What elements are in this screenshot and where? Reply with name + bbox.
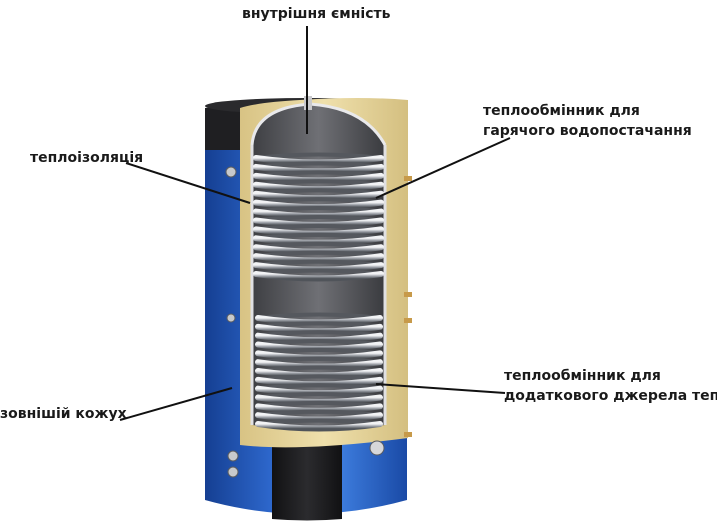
upper-coil-turn-back xyxy=(255,206,382,214)
label-hot-water-hx-line2: гарячого водопостачання xyxy=(483,123,692,139)
label-insulation: теплоізоляція xyxy=(30,150,144,166)
leader-hot-water-hx xyxy=(375,137,511,199)
upper-coil-turn-back xyxy=(255,152,382,160)
label-hot-water-hx-line1: теплообмінник для xyxy=(483,103,640,119)
side-fittings xyxy=(225,166,412,478)
upper-coil-turn-back xyxy=(255,232,382,241)
upper-coil xyxy=(253,152,384,282)
label-aux-hx-line1: теплообмінник для xyxy=(504,368,661,384)
lower-coil xyxy=(255,312,383,432)
upper-coil-turn-back xyxy=(255,223,382,232)
lower-coil-turn-back xyxy=(257,409,381,418)
upper-coil-turn-back xyxy=(255,250,382,259)
label-outer-shell: зовнішій кожух xyxy=(0,406,127,422)
upper-coil-turn-back xyxy=(255,268,382,276)
lower-coil-turn-back xyxy=(257,321,381,329)
lower-coil-turn-back xyxy=(257,356,381,365)
upper-coil-turn-back xyxy=(255,179,382,187)
upper-coil-turn-back xyxy=(255,188,382,196)
lower-coil-turn-back xyxy=(257,330,381,338)
leader-lines xyxy=(119,26,511,421)
leader-insulation xyxy=(125,162,251,204)
lower-coil-turn-back xyxy=(257,383,381,391)
lower-coil-turn-back xyxy=(257,374,381,382)
upper-coil-turn-back xyxy=(255,259,382,268)
lower-coil-turn-back xyxy=(257,312,381,320)
label-hot-water-heat-exchanger: теплообмінник для гарячого водопостачанн… xyxy=(483,101,692,141)
lower-coil-turn-back xyxy=(257,418,381,426)
lower-coil-turn-back xyxy=(257,365,381,373)
lower-coil-turn xyxy=(255,421,383,432)
lower-coil-turn-back xyxy=(257,347,381,356)
upper-coil-turn-back xyxy=(255,197,382,205)
bottom-black-band xyxy=(272,440,342,521)
lower-coil-turn-back xyxy=(257,392,381,400)
label-aux-hx-line2: додаткового джерела тепла xyxy=(504,388,717,404)
upper-coil-turn xyxy=(253,271,384,282)
leader-aux-hx xyxy=(375,383,506,394)
label-inner-tank: внутрішня ємність xyxy=(242,6,391,22)
upper-coil-turn-back xyxy=(255,241,382,250)
upper-coil-turn-back xyxy=(255,214,382,223)
lower-coil-turn-back xyxy=(257,400,381,409)
upper-coil-turn-back xyxy=(255,161,382,169)
leader-outer-shell xyxy=(119,387,233,421)
lower-coil-turn-back xyxy=(257,339,381,347)
label-aux-heat-exchanger: теплообмінник для додаткового джерела те… xyxy=(504,366,717,406)
upper-coil-turn-back xyxy=(255,170,382,178)
